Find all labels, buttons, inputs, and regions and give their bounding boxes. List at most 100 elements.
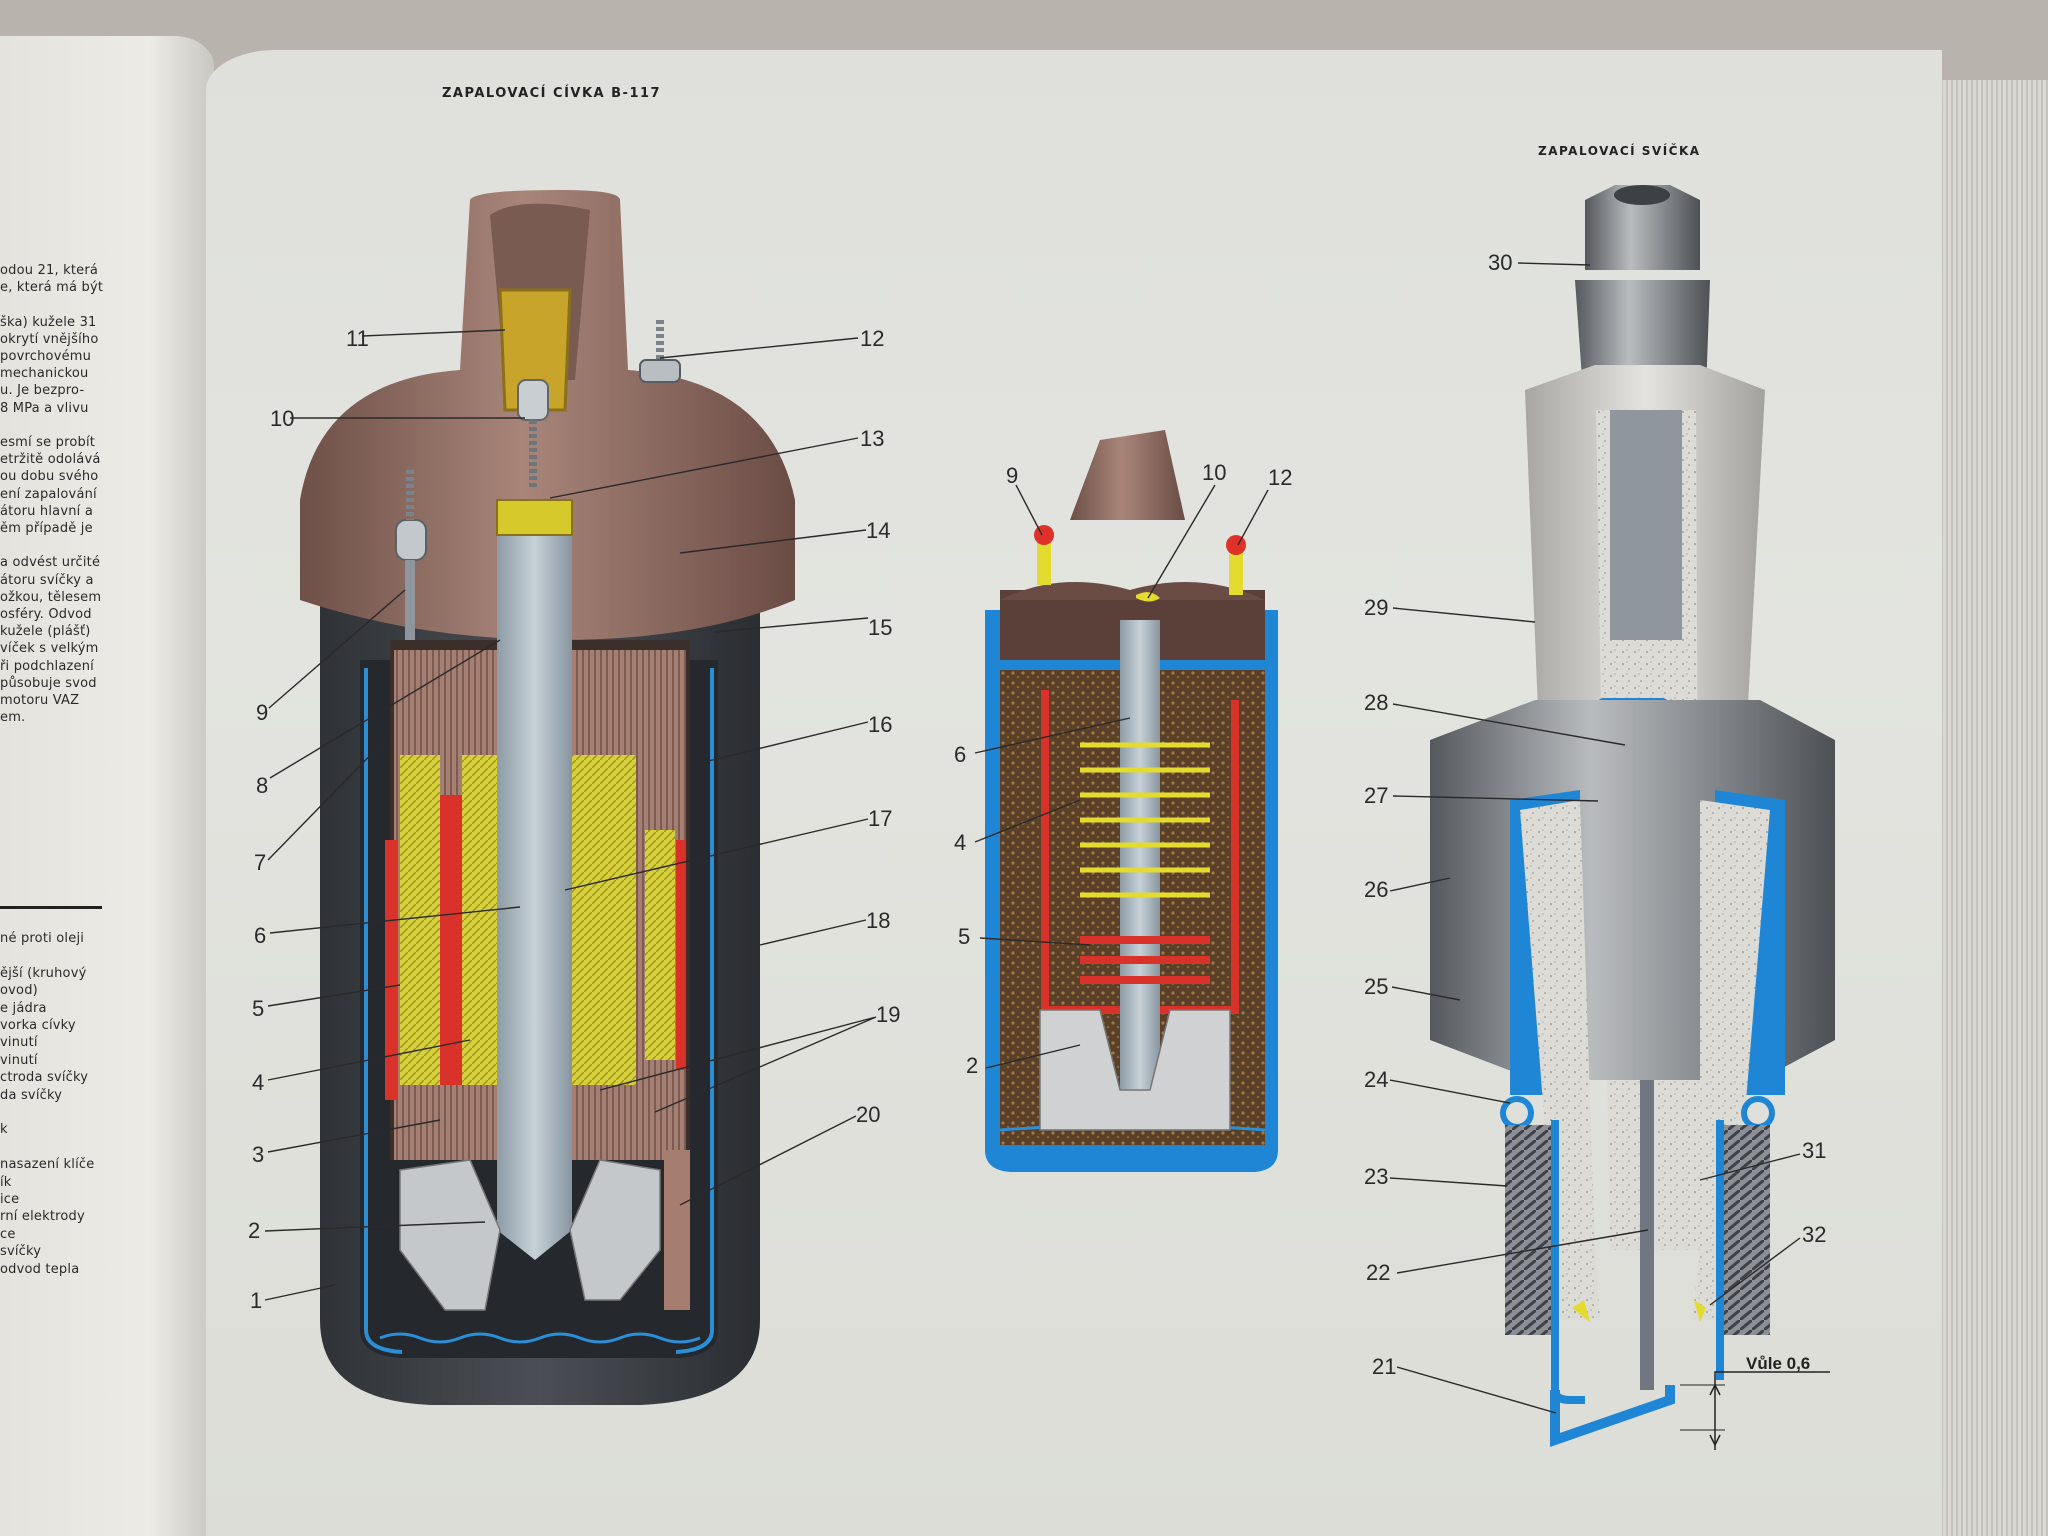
coil-label-20: 20 — [856, 1102, 881, 1127]
plug-label-32: 32 — [1802, 1222, 1827, 1247]
large-coil — [300, 190, 795, 1405]
coil-label-10: 10 — [270, 406, 295, 431]
small-coil-label-2: 2 — [966, 1053, 979, 1078]
plug-thread-right — [1720, 1125, 1770, 1335]
primary-winding — [440, 795, 462, 1085]
coil-label-3: 3 — [252, 1142, 265, 1167]
left-page-line: da svíčky — [0, 1087, 63, 1103]
left-page-line: átoru svíčky a — [0, 572, 94, 588]
coil-label-4: 4 — [252, 1070, 265, 1095]
plug-label-31: 31 — [1802, 1138, 1827, 1163]
left-page-line: átoru hlavní a — [0, 503, 93, 519]
left-page-line: mechanickou — [0, 366, 89, 382]
ground-electrode — [1550, 1385, 1675, 1448]
small-coil-label-9: 9 — [1006, 463, 1019, 488]
left-page — [0, 36, 214, 1536]
coil-label-11: 11 — [346, 326, 369, 351]
small-coil-label-4: 4 — [954, 830, 967, 855]
plug-label-26: 26 — [1364, 877, 1389, 902]
left-page-line: em. — [0, 710, 26, 726]
coil-label-18: 18 — [866, 908, 891, 933]
left-page-line: ctroda svíčky — [0, 1070, 89, 1086]
coil-label-8: 8 — [256, 773, 269, 798]
plug-label-27: 27 — [1364, 783, 1389, 808]
iron-core — [497, 520, 572, 1260]
small-coil-label-12: 12 — [1268, 465, 1293, 490]
left-page-line: u. Je bezpro- — [0, 383, 85, 399]
page-edges — [1928, 80, 2048, 1536]
plug-label-21: 21 — [1372, 1354, 1397, 1379]
left-page-line: e, která má být — [0, 280, 104, 296]
left-page-line: nasazení klíče — [0, 1157, 95, 1173]
plug-thread-left — [1505, 1125, 1555, 1335]
left-page-line: esmí se probít — [0, 435, 96, 450]
left-page-line: kužele (plášť) — [0, 624, 91, 640]
coil-label-5: 5 — [252, 996, 265, 1021]
left-page-line: a odvést určité — [0, 555, 101, 571]
left-page-line: svíčky — [0, 1244, 42, 1260]
high-voltage-terminal — [498, 288, 572, 412]
left-page-line: ík — [0, 1174, 12, 1190]
small-coil-label-10: 10 — [1202, 460, 1227, 485]
gap-label: Vůle 0,6 — [1746, 1354, 1811, 1373]
coil-label-16: 16 — [868, 712, 893, 737]
coil-label-19: 19 — [876, 1002, 901, 1027]
left-page-line: rní elektrody — [0, 1209, 85, 1225]
left-page-rule — [0, 906, 102, 909]
plug-title: ZAPALOVACÍ SVÍČKA — [1538, 144, 1701, 158]
coil-label-17: 17 — [868, 806, 893, 831]
left-page-line: vinutí — [0, 1035, 38, 1051]
left-page-line: působuje svod — [0, 675, 97, 691]
left-page-line: okrytí vnějšího — [0, 331, 99, 347]
coil-label-12: 12 — [860, 326, 885, 351]
left-page-line: etržitě odolává — [0, 452, 101, 468]
left-page-line: víček s velkým — [0, 641, 99, 657]
plug-label-25: 25 — [1364, 974, 1389, 999]
left-page-line: ější (kruhový — [0, 965, 87, 981]
left-page-line: ce — [0, 1226, 16, 1242]
left-page-line: ovod) — [0, 983, 38, 999]
left-page-line: odou 21, která — [0, 263, 99, 278]
coil-label-1: 1 — [250, 1288, 263, 1313]
left-page-line: ožkou, tělesem — [0, 589, 102, 605]
spark-plug — [1430, 185, 1835, 1450]
left-page-line: odvod tepla — [0, 1261, 80, 1277]
coil-label-6: 6 — [254, 923, 267, 948]
left-page-line: ení zapalování — [0, 486, 97, 502]
small-coil-label-5: 5 — [958, 924, 971, 949]
coil-label-9: 9 — [256, 700, 269, 725]
plug-label-30: 30 — [1488, 250, 1513, 275]
coil-label-14: 14 — [866, 518, 891, 543]
left-page-line: k — [0, 1122, 8, 1138]
small-coil-label-6: 6 — [954, 742, 967, 767]
small-coil-secondary — [1080, 742, 1210, 898]
coil-title: ZAPALOVACÍ CÍVKA B-117 — [442, 86, 662, 101]
plug-label-28: 28 — [1364, 690, 1389, 715]
left-page-line: vorka cívky — [0, 1018, 76, 1033]
left-page-line: 8 MPa a vlivu — [0, 400, 89, 416]
plug-terminal-nut — [1585, 185, 1700, 270]
plug-label-24: 24 — [1364, 1067, 1389, 1092]
left-page-line: ři podchlazení — [0, 658, 94, 674]
left-page-line: né proti oleji — [0, 931, 85, 946]
small-coil — [985, 430, 1278, 1172]
left-page-line: ška) kužele 31 — [0, 314, 97, 330]
left-page-line: ou dobu svého — [0, 469, 99, 485]
plug-label-22: 22 — [1366, 1260, 1391, 1285]
left-page-line: ice — [0, 1192, 20, 1207]
left-page-line: vinutí — [0, 1052, 38, 1068]
coil-label-2: 2 — [248, 1218, 261, 1243]
left-page-line: motoru VAZ — [0, 693, 80, 708]
left-page-line: e jádra — [0, 1000, 47, 1016]
coil-label-15: 15 — [868, 615, 893, 640]
coil-label-13: 13 — [860, 426, 885, 451]
left-page-line: povrchovému — [0, 349, 92, 364]
leader-lines — [264, 262, 1801, 1414]
plug-label-23: 23 — [1364, 1164, 1389, 1189]
coil-label-7: 7 — [254, 850, 267, 875]
left-page-line: ěm případě je — [0, 521, 93, 536]
left-page-line: osféry. Odvod — [0, 607, 92, 622]
plug-label-29: 29 — [1364, 595, 1389, 620]
